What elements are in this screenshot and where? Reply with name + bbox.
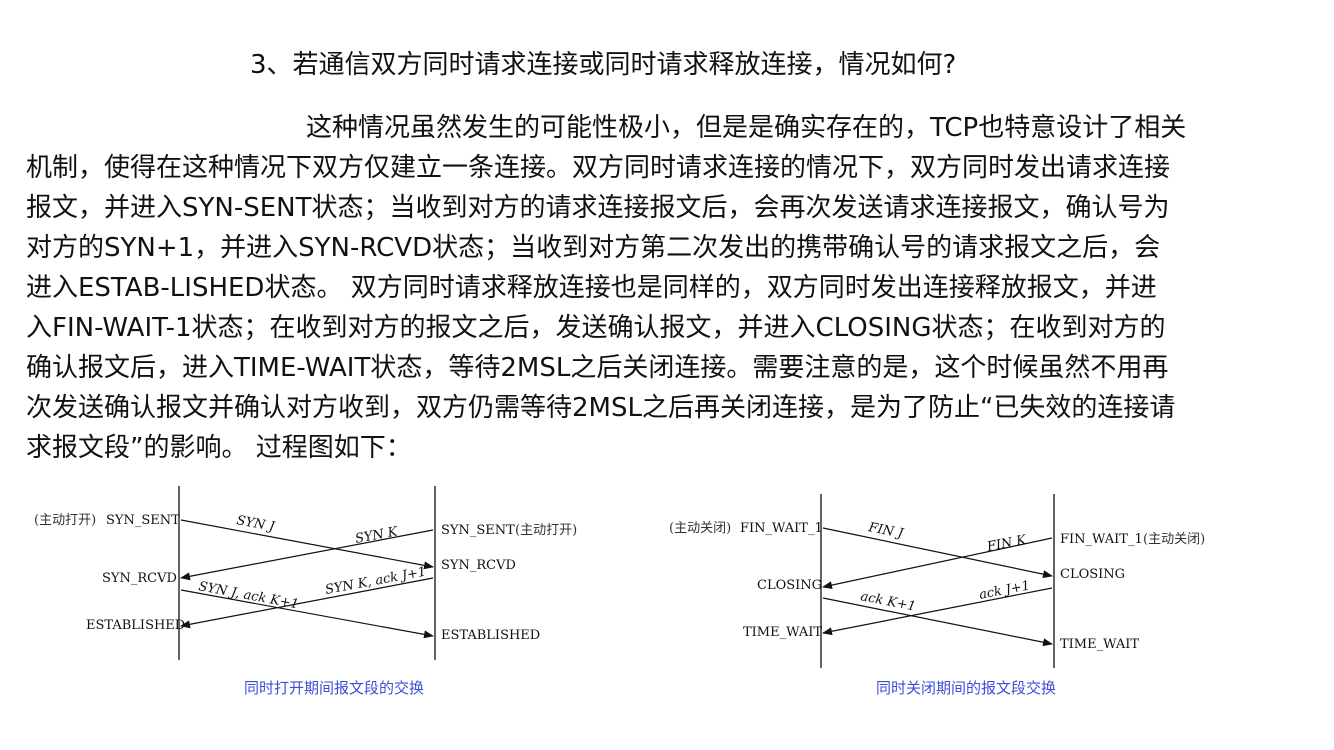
arrow-fin-j bbox=[822, 527, 1053, 579]
caption-open: 同时打开期间报文段的交换 bbox=[244, 679, 424, 697]
arrow-fin-k bbox=[822, 537, 1053, 590]
right-state-syn-sent: SYN_SENT bbox=[441, 523, 515, 538]
left-state-syn-rcvd: SYN_RCVD bbox=[102, 571, 177, 586]
msg-syn-j-ack: SYN J, ack K+1 bbox=[197, 579, 300, 612]
right-note: (主动关闭) bbox=[1143, 532, 1205, 547]
left-state-time-wait: TIME_WAIT bbox=[743, 625, 822, 640]
msg-syn-k-ack: SYN K, ack J+1 bbox=[324, 565, 427, 598]
simultaneous-open-diagram: (主动打开) SYN_SENT SYN_RCVD ESTABLISHED SYN… bbox=[34, 486, 577, 697]
arrow-syn-k-ack bbox=[180, 577, 434, 629]
section-heading: 3、若通信双方同时请求连接或同时请求释放连接，情况如何? bbox=[250, 50, 957, 80]
paragraph-line: 确认报文后，进入TIME-WAIT状态，等待2MSL之后关闭连接。需要注意的是，… bbox=[26, 353, 1169, 383]
arrow-syn-j bbox=[180, 519, 434, 570]
right-state-syn-rcvd: SYN_RCVD bbox=[441, 558, 516, 573]
msg-fin-j: FIN J bbox=[866, 520, 905, 542]
paragraph-line: 次发送确认报文并确认对方收到，双方仍需等待2MSL之后再关闭连接，是为了防止“已… bbox=[26, 393, 1176, 423]
caption-close: 同时关闭期间的报文段交换 bbox=[876, 679, 1056, 697]
paragraph-line: 入FIN-WAIT-1状态；在收到对方的报文之后，发送确认报文，并进入CLOSI… bbox=[26, 313, 1166, 343]
simultaneous-close-diagram: (主动关闭) FIN_WAIT_1 CLOSING TIME_WAIT FIN_… bbox=[669, 494, 1205, 697]
arrow-syn-j-ack bbox=[180, 589, 434, 639]
right-note: (主动打开) bbox=[515, 523, 577, 538]
paragraph-line: 这种情况虽然发生的可能性极小，但是是确实存在的，TCP也特意设计了相关 bbox=[306, 113, 1187, 143]
right-state-fin-wait-1: FIN_WAIT_1 bbox=[1060, 532, 1143, 547]
left-state-closing: CLOSING bbox=[757, 578, 822, 593]
paragraph-line: 进入ESTAB-LISHED状态。 双方同时请求释放连接也是同样的，双方同时发出… bbox=[26, 273, 1157, 303]
left-note: (主动关闭) bbox=[669, 521, 731, 536]
arrow-ack-j bbox=[822, 587, 1053, 636]
arrow-ack-k bbox=[822, 597, 1053, 647]
left-state-fin-wait-1: FIN_WAIT_1 bbox=[740, 521, 823, 536]
paragraph-line: 报文，并进入SYN-SENT状态；当收到对方的请求连接报文后，会再次发送请求连接… bbox=[26, 193, 1170, 223]
right-state-time-wait: TIME_WAIT bbox=[1060, 637, 1139, 652]
left-state-syn-sent: SYN_SENT bbox=[106, 513, 180, 528]
msg-ack-j: ack J+1 bbox=[978, 578, 1031, 603]
left-state-established: ESTABLISHED bbox=[86, 618, 185, 633]
left-note: (主动打开) bbox=[34, 513, 96, 528]
msg-syn-j: SYN J bbox=[235, 513, 276, 535]
msg-syn-k: SYN K bbox=[354, 524, 400, 547]
paragraph-line: 求报文段”的影响。 过程图如下： bbox=[26, 433, 412, 463]
arrow-syn-k bbox=[180, 529, 434, 581]
body-paragraph: 这种情况虽然发生的可能性极小，但是是确实存在的，TCP也特意设计了相关 机制，使… bbox=[26, 108, 1316, 468]
right-state-established: ESTABLISHED bbox=[441, 628, 540, 643]
right-state-closing: CLOSING bbox=[1060, 567, 1125, 582]
paragraph-line: 对方的SYN+1，并进入SYN-RCVD状态；当收到对方第二次发出的携带确认号的… bbox=[26, 233, 1161, 263]
msg-fin-k: FIN K bbox=[985, 532, 1029, 555]
paragraph-line: 机制，使得在这种情况下双方仅建立一条连接。双方同时请求连接的情况下，双方同时发出… bbox=[26, 153, 1171, 183]
